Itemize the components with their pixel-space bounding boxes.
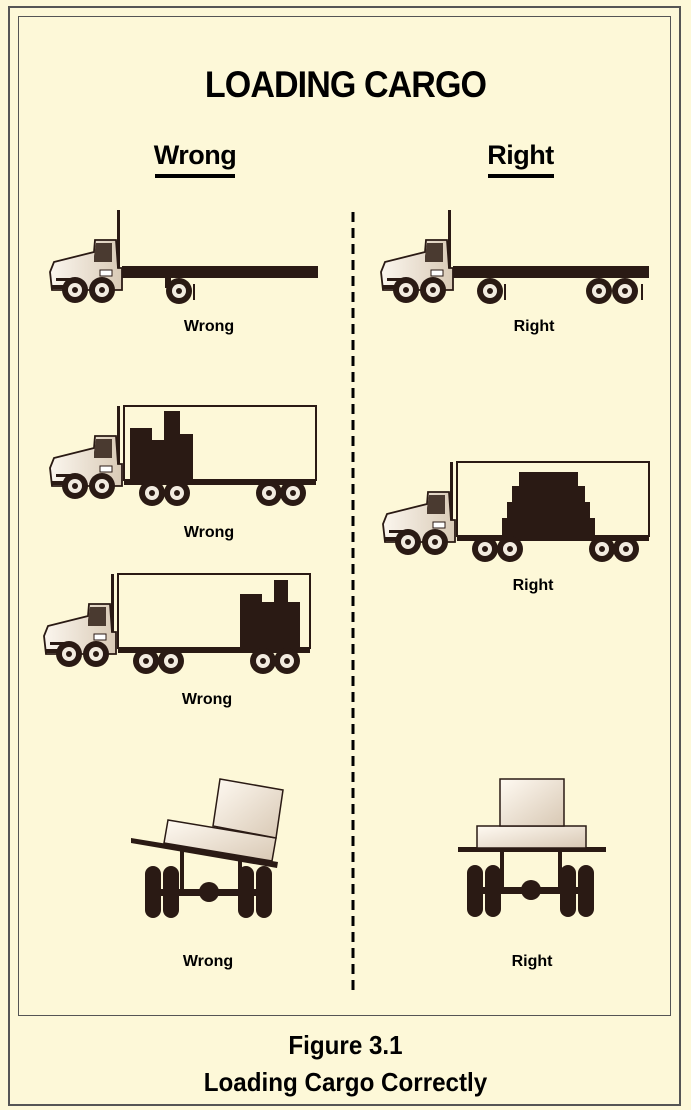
figure-caption: Loading Cargo Correctly	[24, 1067, 667, 1098]
figure-number: Figure 3.1	[24, 1030, 667, 1061]
heading-underline-wrong	[155, 174, 235, 178]
caption-flatbed-wrong: Wrong	[159, 318, 259, 336]
caption-axle-wrong: Wrong	[158, 953, 258, 971]
column-heading-right: Right	[468, 140, 573, 171]
caption-trailer-center-right: Right	[483, 577, 583, 595]
caption-trailer-rear-wrong: Wrong	[157, 691, 257, 709]
caption-trailer-front-wrong: Wrong	[159, 524, 259, 542]
trailer-center-right-truck	[383, 462, 649, 562]
trailer-rear-wrong-truck	[44, 574, 310, 674]
axle-wrong-diagram	[131, 779, 283, 918]
axle-right-diagram	[458, 779, 606, 917]
flatbed-wrong-truck	[50, 210, 318, 304]
caption-axle-right: Right	[482, 953, 582, 971]
column-heading-wrong: Wrong	[140, 140, 250, 171]
caption-flatbed-right: Right	[484, 318, 584, 336]
heading-underline-right	[488, 174, 554, 178]
page-title: LOADING CARGO	[28, 64, 664, 106]
trailer-front-wrong-truck	[50, 406, 316, 506]
flatbed-right-truck	[381, 210, 649, 304]
